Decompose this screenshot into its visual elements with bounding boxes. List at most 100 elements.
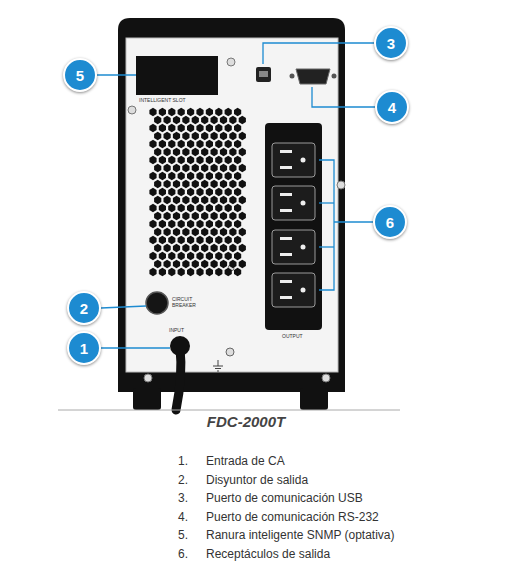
vent-hole: [196, 268, 203, 276]
vent-hole: [173, 164, 180, 172]
callout-number: 6: [386, 215, 394, 230]
vent-hole: [154, 164, 161, 172]
vent-hole: [239, 228, 246, 236]
ground-symbol: [213, 360, 223, 371]
vent-hole: [192, 244, 199, 252]
vent-hole: [225, 188, 232, 196]
leader-line: [101, 347, 170, 348]
vent-hole: [149, 188, 156, 196]
vent-hole: [225, 140, 232, 148]
vent-hole: [234, 204, 241, 212]
vent-hole: [229, 228, 236, 236]
circuit-breaker: [146, 292, 168, 314]
vent-hole: [215, 252, 222, 260]
vent-hole: [159, 252, 166, 260]
vent-hole: [149, 268, 156, 276]
vent-hole: [229, 244, 236, 252]
vent-hole: [211, 228, 218, 236]
vent-hole: [234, 252, 241, 260]
vent-hole: [178, 204, 185, 212]
vent-hole: [182, 132, 189, 140]
vent-hole: [173, 212, 180, 220]
callout-circle: 4: [375, 90, 409, 124]
vent-hole: [164, 132, 171, 140]
vent-hole: [149, 108, 156, 116]
vent-hole: [168, 140, 175, 148]
vent-hole: [196, 204, 203, 212]
vent-hole: [164, 148, 171, 156]
outlet: [272, 230, 315, 264]
part-label: OUTPUT: [282, 334, 303, 340]
vent-hole: [229, 196, 236, 204]
vent-hole: [229, 260, 236, 268]
vent-hole: [239, 244, 246, 252]
vent-hole: [215, 204, 222, 212]
callout-circle: 5: [63, 58, 97, 92]
vent-hole: [220, 148, 227, 156]
vent-hole: [225, 204, 232, 212]
vent-hole: [173, 148, 180, 156]
rs232-port: [296, 69, 330, 84]
vent-hole: [192, 212, 199, 220]
vent-hole: [187, 108, 194, 116]
vent-hole: [201, 164, 208, 172]
outlet: [272, 186, 315, 220]
leader-line: [312, 87, 375, 107]
vent-hole: [168, 172, 175, 180]
vent-hole: [229, 116, 236, 124]
vent-hole: [201, 260, 208, 268]
part-label: CIRCUIT BREAKER: [172, 297, 200, 309]
vent-hole: [182, 180, 189, 188]
vent-hole: [225, 108, 232, 116]
vent-hole: [192, 180, 199, 188]
vent-hole: [187, 268, 194, 276]
vent-hole: [159, 140, 166, 148]
part-label: INPUT: [169, 328, 184, 334]
leader-line: [334, 221, 373, 222]
vent-hole: [215, 220, 222, 228]
vent-hole: [201, 148, 208, 156]
vent-hole: [211, 164, 218, 172]
callout-circle: 3: [374, 26, 408, 60]
vent-hole: [239, 260, 246, 268]
list-number: 4.: [160, 511, 188, 525]
vent-hole: [159, 220, 166, 228]
usb-port: [259, 71, 268, 77]
vent-hole: [220, 116, 227, 124]
vent-hole: [149, 172, 156, 180]
vent-hole: [187, 252, 194, 260]
list-number: 3.: [160, 492, 188, 506]
vent-hole: [239, 148, 246, 156]
vent-hole: [206, 204, 213, 212]
vent-hole: [173, 228, 180, 236]
vent-hole: [225, 220, 232, 228]
vent-hole: [149, 204, 156, 212]
list-number: 2.: [160, 474, 188, 488]
vent-hole: [220, 212, 227, 220]
vent-hole: [192, 132, 199, 140]
vent-hole: [215, 108, 222, 116]
vent-hole: [220, 244, 227, 252]
model-caption: FDC-2000T: [207, 413, 285, 430]
vent-hole: [154, 196, 161, 204]
vent-hole: [206, 220, 213, 228]
vent-hole: [187, 156, 194, 164]
vent-hole: [234, 220, 241, 228]
vent-hole: [182, 196, 189, 204]
intelligent-slot: [136, 56, 218, 95]
vent-hole: [206, 108, 213, 116]
vent-hole: [220, 164, 227, 172]
vent-hole: [215, 188, 222, 196]
vent-hole: [164, 260, 171, 268]
vent-hole: [234, 156, 241, 164]
vent-hole: [211, 260, 218, 268]
vent-hole: [225, 268, 232, 276]
vent-hole: [168, 188, 175, 196]
vent-hole: [211, 180, 218, 188]
vent-hole: [215, 236, 222, 244]
vent-hole: [149, 140, 156, 148]
vent-hole: [182, 212, 189, 220]
vent-hole: [239, 180, 246, 188]
vent-hole: [192, 228, 199, 236]
